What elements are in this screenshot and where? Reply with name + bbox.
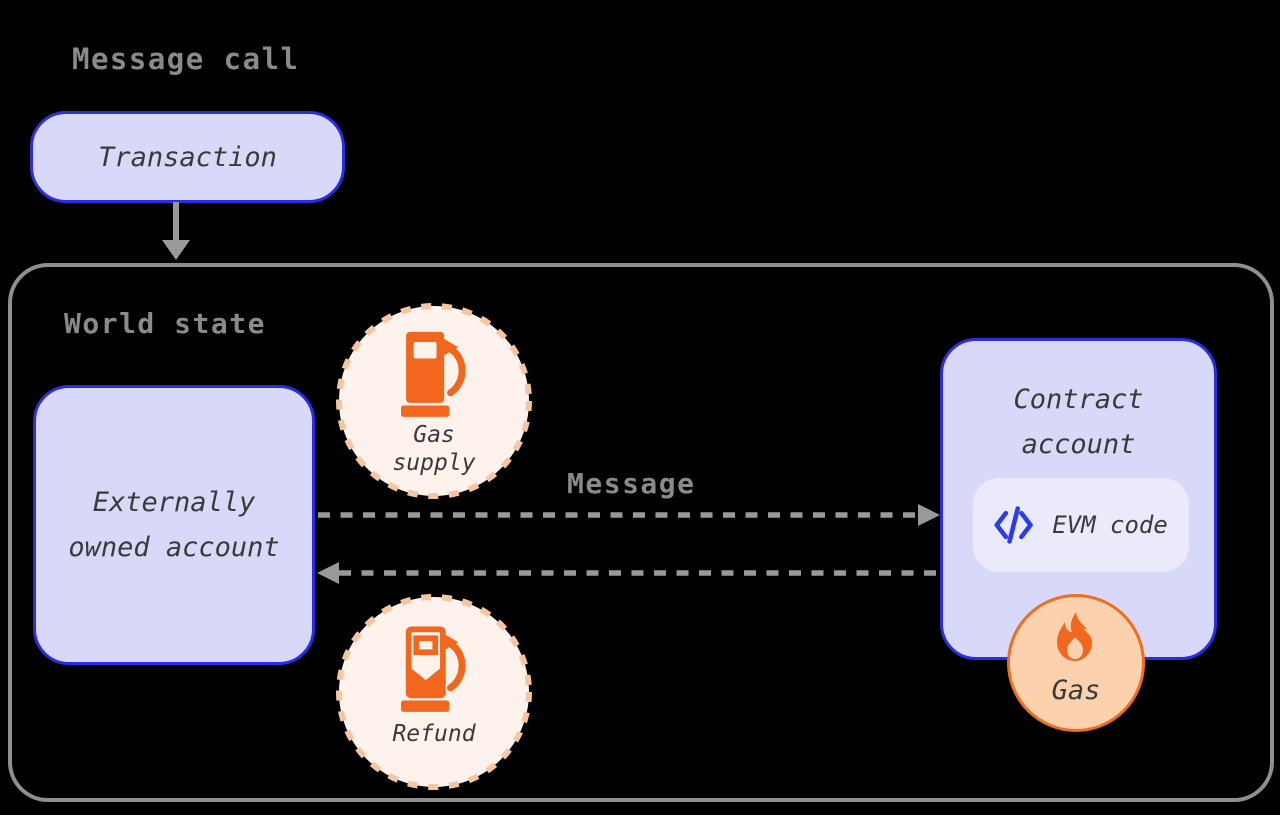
gas-supply-node: Gas supply bbox=[334, 301, 534, 501]
world-state-container bbox=[8, 263, 1274, 802]
gas-supply-label-line2: supply bbox=[392, 450, 476, 476]
arrow-down-icon bbox=[162, 202, 190, 260]
externally-owned-account-node: Externally owned account bbox=[33, 385, 315, 665]
fuel-pump-icon bbox=[401, 331, 466, 417]
refund-node: Refund bbox=[334, 592, 534, 792]
diagram-title: Message call bbox=[72, 42, 300, 76]
contract-label-line1: Contract bbox=[1013, 384, 1144, 415]
code-icon bbox=[994, 506, 1034, 544]
fuel-pump-refund-icon bbox=[401, 626, 466, 712]
refund-label: Refund bbox=[392, 721, 476, 747]
evm-code-pill: EVM code bbox=[973, 478, 1189, 572]
gas-supply-label-line1: Gas bbox=[413, 422, 455, 448]
world-state-label: World state bbox=[64, 307, 266, 340]
evm-code-label: EVM code bbox=[1052, 510, 1168, 539]
gas-badge-node: Gas bbox=[1007, 594, 1145, 732]
arrow-right-dashed-icon bbox=[318, 504, 940, 526]
flame-icon bbox=[1057, 612, 1092, 661]
transaction-label: Transaction bbox=[98, 141, 277, 173]
contract-label-line2: account bbox=[1021, 429, 1136, 460]
eoa-label-line2: owned account bbox=[68, 532, 280, 563]
eoa-label-line1: Externally bbox=[92, 487, 256, 518]
arrow-left-dashed-icon bbox=[317, 562, 941, 584]
gas-badge-label: Gas bbox=[1051, 675, 1101, 706]
message-arrow-label: Message bbox=[567, 467, 696, 500]
transaction-node: Transaction bbox=[30, 111, 345, 203]
